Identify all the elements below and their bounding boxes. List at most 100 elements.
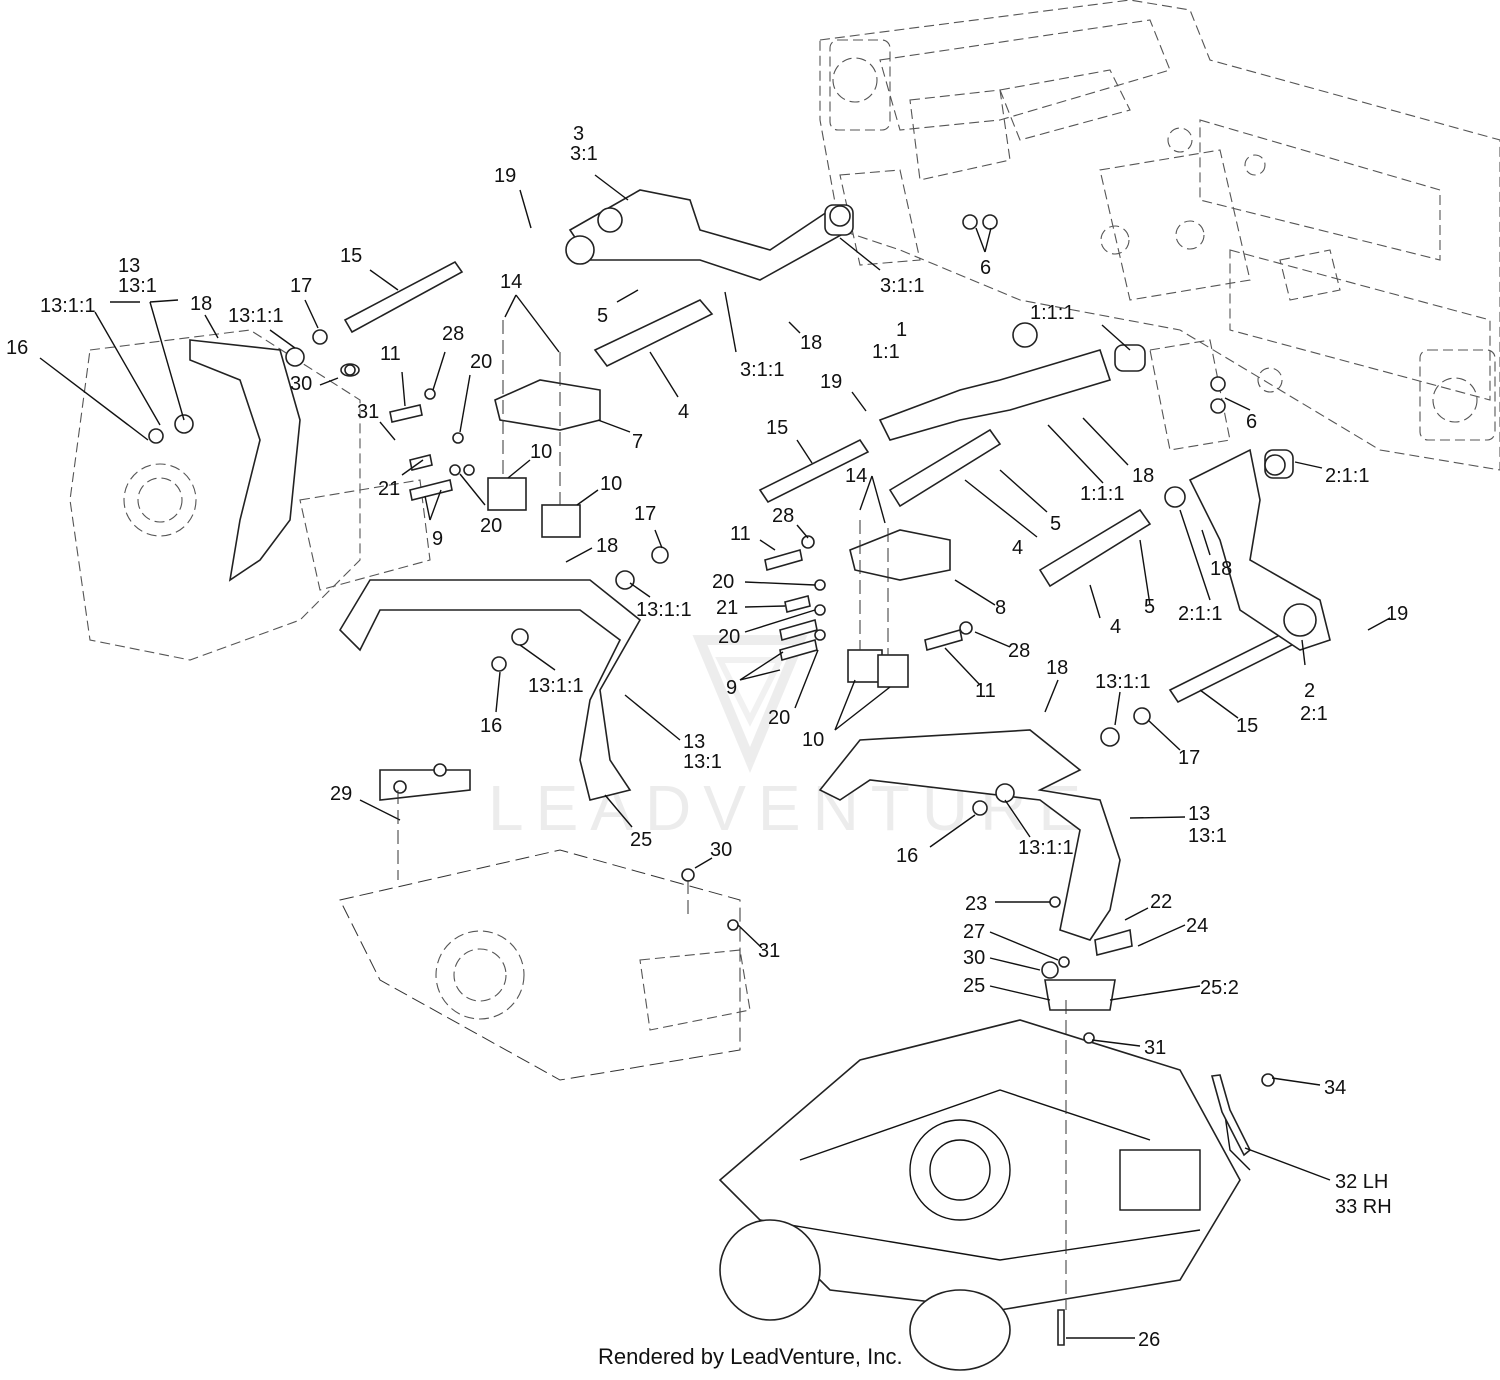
callout-label: 11: [975, 680, 996, 702]
callout-label: 1: [896, 319, 907, 341]
callout-label: 25: [963, 975, 985, 997]
callout-label: 21: [716, 597, 738, 619]
watermark-logo: [692, 635, 808, 773]
callout-label: 13:1:1: [40, 295, 96, 317]
arm-1: [878, 322, 1146, 441]
callout-label: 3:1:1: [880, 275, 924, 297]
callout-label: 23: [965, 893, 987, 915]
lift-arm-13-middle: [338, 579, 642, 801]
callout-label: 20: [768, 707, 790, 729]
callout-label: 31: [758, 940, 780, 962]
callout-label: 1:1: [872, 341, 900, 363]
callout-label: 10: [600, 473, 622, 495]
callout-labels: 3 3:1 19 13 13:1 15 13:1:1 18 13:1:1 17 …: [6, 123, 1408, 1351]
callout-label: 20: [712, 571, 734, 593]
callout-label: 18: [1210, 558, 1232, 580]
callout-label: 20: [480, 515, 502, 537]
callout-label: 13: [118, 255, 140, 277]
callout-label: 16: [6, 337, 28, 359]
callout-label: 2: [1304, 680, 1315, 702]
callout-label: 1:1:1: [1030, 302, 1074, 324]
callout-label: 28: [772, 505, 794, 527]
center-mower-deck: [339, 849, 751, 1081]
callout-label: 30: [290, 373, 312, 395]
bumpers-10: [487, 477, 909, 688]
callout-label: 17: [634, 503, 656, 525]
callout-label: 9: [726, 677, 737, 699]
callout-label: 15: [766, 417, 788, 439]
callout-label: 15: [340, 245, 362, 267]
callout-label: 14: [500, 271, 522, 293]
callout-label: 4: [678, 401, 689, 423]
callout-label: 1:1:1: [1080, 483, 1124, 505]
callout-label: 5: [1050, 513, 1061, 535]
callout-label: 27: [963, 921, 985, 943]
callout-label: 9: [432, 528, 443, 550]
callout-label: 4: [1012, 537, 1023, 559]
callout-label: 17: [290, 275, 312, 297]
callout-label: 18: [800, 332, 822, 354]
callout-label: 20: [470, 351, 492, 373]
footer-credit: Rendered by LeadVenture, Inc.: [598, 1344, 903, 1369]
callout-label: 2:1: [1300, 703, 1328, 725]
callout-label: 26: [1138, 1329, 1160, 1351]
callout-label: 5: [1144, 596, 1155, 618]
callout-label: 2:1:1: [1178, 603, 1222, 625]
callout-label: 28: [442, 323, 464, 345]
callout-label: 13: [683, 731, 705, 753]
callout-label: 13:1:1: [636, 599, 692, 621]
callout-label: 8: [995, 597, 1006, 619]
callout-label: 13:1: [118, 275, 157, 297]
callout-label: 19: [1386, 603, 1408, 625]
callout-label: 3: [573, 123, 584, 145]
callout-label: 6: [980, 257, 991, 279]
callout-label: 34: [1324, 1077, 1346, 1099]
lift-arm-13-right: [818, 729, 1121, 941]
callout-label: 11: [730, 523, 751, 545]
hardware-parts: [148, 205, 1286, 1346]
lift-arm-13-left: [189, 339, 301, 582]
callout-label: 13:1:1: [1095, 671, 1151, 693]
callout-label: 3:1: [570, 143, 598, 165]
callout-label: 13:1:1: [228, 305, 284, 327]
callout-label: 18: [1132, 465, 1154, 487]
callout-label: 2:1:1: [1325, 465, 1369, 487]
callout-label: 13:1: [683, 751, 722, 773]
callout-label: 31: [1144, 1037, 1166, 1059]
callout-label: 5: [597, 305, 608, 327]
callout-label: 20: [718, 626, 740, 648]
callout-label: 13: [1188, 803, 1210, 825]
callout-label: 15: [1236, 715, 1258, 737]
callout-label: 25: [630, 829, 652, 851]
callout-label: 17: [1178, 747, 1200, 769]
callout-label: 13:1: [1188, 825, 1227, 847]
callout-label: 21: [378, 478, 400, 500]
callout-label: 33 RH: [1335, 1196, 1392, 1218]
callout-label: 32 LH: [1335, 1171, 1388, 1193]
callout-label: 4: [1110, 616, 1121, 638]
callout-label: 7: [632, 431, 643, 453]
callout-label: 28: [1008, 640, 1030, 662]
callout-label: 22: [1150, 891, 1172, 913]
callout-label: 18: [596, 535, 618, 557]
callout-label: 30: [963, 947, 985, 969]
callout-label: 29: [330, 783, 352, 805]
callout-label: 10: [530, 441, 552, 463]
callout-label: 13:1:1: [1018, 837, 1074, 859]
callout-label: 30: [710, 839, 732, 861]
callout-label: 6: [1246, 411, 1257, 433]
callout-label: 18: [190, 293, 212, 315]
callout-label: 19: [494, 165, 516, 187]
callout-label: 10: [802, 729, 824, 751]
callout-label: 11: [380, 343, 401, 365]
callout-label: 14: [845, 465, 867, 487]
callout-label: 19: [820, 371, 842, 393]
callout-label: 31: [357, 401, 379, 423]
callout-label: 25:2: [1200, 977, 1239, 999]
callout-label: 18: [1046, 657, 1068, 679]
callout-label: 13:1:1: [528, 675, 584, 697]
callout-label: 16: [896, 845, 918, 867]
callout-label: 24: [1186, 915, 1208, 937]
arm-3: [565, 189, 854, 281]
